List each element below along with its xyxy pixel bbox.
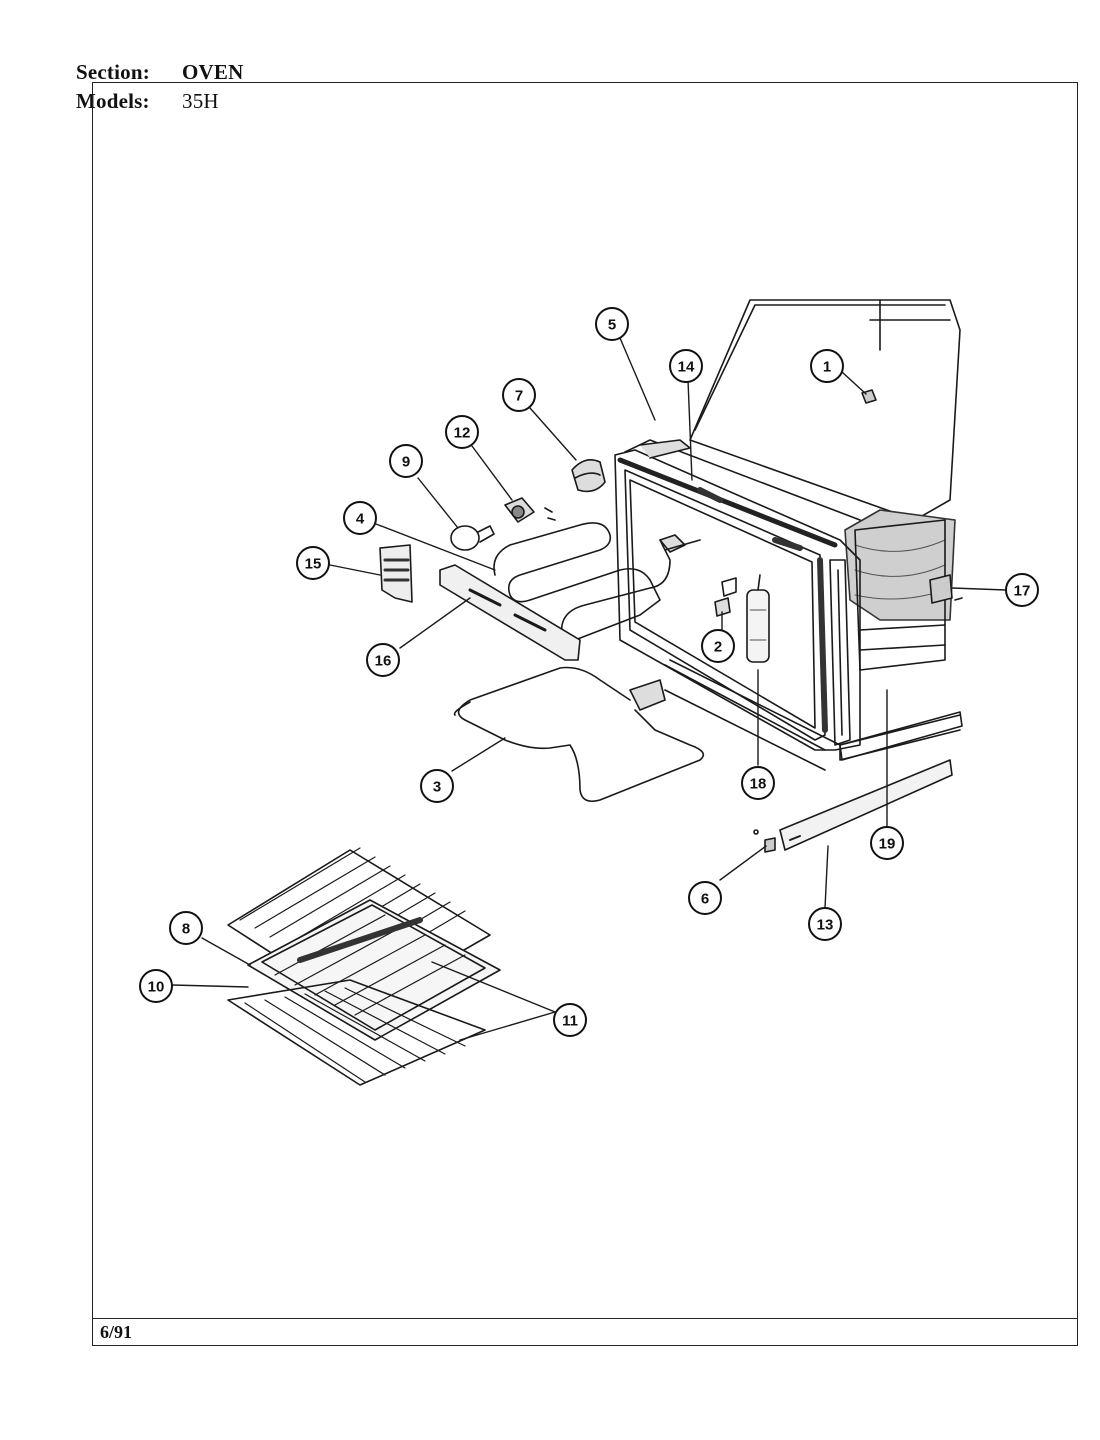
callout-circle-16: [366, 643, 400, 677]
callout-label-6: 6: [701, 891, 709, 908]
callout-label-16: 16: [375, 653, 392, 670]
callout-circle-19: [870, 826, 904, 860]
section-label: Section:: [76, 60, 150, 84]
callout-circle-11: [553, 1003, 587, 1037]
section-value: OVEN: [182, 60, 244, 84]
broil-element: [453, 666, 705, 803]
callout-label-12: 12: [454, 425, 471, 442]
element-cover: [439, 564, 581, 661]
callout-label-10: 10: [148, 979, 165, 996]
bake-element: [493, 522, 701, 642]
callout-label-8: 8: [182, 921, 190, 938]
thermostat-bulb: [746, 574, 770, 663]
callout-circle-10: [139, 969, 173, 1003]
callout-circle-7: [502, 378, 536, 412]
callout-circle-13: [808, 907, 842, 941]
callout-circle-6: [688, 881, 722, 915]
callout-label-1: 1: [823, 359, 831, 376]
light-socket: [504, 497, 556, 523]
callout-label-19: 19: [879, 836, 896, 853]
oven-rack-lower: [227, 979, 486, 1086]
footer-date: 6/91: [100, 1322, 133, 1342]
clip-part: [714, 577, 737, 617]
leader-lines: [171, 337, 1007, 1041]
callout-circle-1: [810, 349, 844, 383]
door-latch: [929, 574, 963, 604]
diagram-frame: [92, 82, 1078, 1346]
models-label: Models:: [76, 89, 150, 113]
callout-label-7: 7: [515, 388, 523, 405]
callout-label-5: 5: [608, 317, 616, 334]
callout-circle-8: [169, 911, 203, 945]
callout-label-4: 4: [356, 511, 365, 528]
callout-circle-2: [701, 629, 735, 663]
callout-label-9: 9: [402, 454, 410, 471]
models-value: 35H: [182, 89, 219, 113]
callout-circle-9: [389, 444, 423, 478]
callout-label-3: 3: [433, 779, 441, 796]
callout-circle-4: [343, 501, 377, 535]
callout-circle-14: [669, 349, 703, 383]
callout-label-15: 15: [305, 556, 322, 573]
side-trim: [779, 759, 953, 851]
callout-circle-15: [296, 546, 330, 580]
light-lens-cover: [571, 459, 606, 493]
callout-label-14: 14: [678, 359, 695, 376]
callout-label-18: 18: [750, 776, 767, 793]
trim-bracket: [753, 829, 776, 853]
callout-label-11: 11: [562, 1013, 578, 1030]
oven-cavity: [614, 299, 961, 771]
callout-circle-3: [420, 769, 454, 803]
callout-circle-17: [1005, 573, 1039, 607]
callout-circle-5: [595, 307, 629, 341]
footer-divider: [92, 1318, 1078, 1319]
callout-label-13: 13: [817, 917, 834, 934]
callout-circle-18: [741, 766, 775, 800]
light-bulb: [450, 525, 495, 551]
vent-trim: [379, 544, 413, 603]
callout-label-17: 17: [1014, 583, 1031, 600]
broil-pan: [247, 899, 501, 1041]
callout-circle-12: [445, 415, 479, 449]
callout-label-2: 2: [714, 639, 722, 656]
lower-trim-strip: [839, 711, 963, 761]
